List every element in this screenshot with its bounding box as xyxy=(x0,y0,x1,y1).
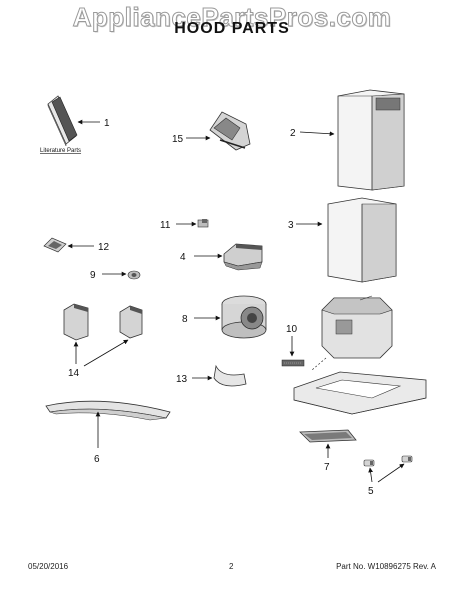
watermark: AppliancePartsPros.com xyxy=(72,2,392,33)
callout-7: 7 xyxy=(324,462,330,473)
part-6-glass-canopy xyxy=(45,400,171,421)
callout-12: 12 xyxy=(98,242,110,253)
part-8-blower xyxy=(221,295,267,339)
page-title: HOOD PARTS xyxy=(174,20,290,37)
footer-part-number: Part No. W10896275 Rev. A xyxy=(336,562,436,571)
part-9-connector xyxy=(127,270,141,280)
callout-13: 13 xyxy=(176,374,188,385)
part-15-control-module xyxy=(209,111,251,151)
literature-label: Literature Parts xyxy=(40,148,81,154)
footer-page-number: 2 xyxy=(229,562,234,571)
callout-5: 5 xyxy=(368,486,374,497)
callout-2: 2 xyxy=(290,128,296,139)
part-13-filter xyxy=(213,364,247,387)
leader-14b xyxy=(83,339,129,367)
callout-9: 9 xyxy=(90,270,96,281)
callout-4: 4 xyxy=(180,252,186,263)
part-7-grease-filter xyxy=(299,429,357,443)
callout-11: 11 xyxy=(160,220,171,231)
part-11-clip xyxy=(197,219,209,228)
leader-5b xyxy=(377,463,405,483)
callout-6: 6 xyxy=(94,454,100,465)
footer-date: 05/20/2016 xyxy=(28,562,69,571)
part-2-upper-chimney xyxy=(337,89,405,191)
callout-3: 3 xyxy=(288,220,294,231)
part-12-switch xyxy=(43,237,67,253)
part-5-light-bulbs xyxy=(363,455,413,467)
part-1-literature xyxy=(47,95,78,147)
part-14-side-panels xyxy=(63,303,143,341)
callout-10: 10 xyxy=(286,324,298,335)
part-4-control-housing xyxy=(223,243,263,271)
leader-canopy xyxy=(311,357,327,371)
leader-2 xyxy=(299,131,335,137)
part-10-motor-housing xyxy=(321,295,393,359)
callout-15: 15 xyxy=(172,134,184,145)
part-10-grease-filter-small xyxy=(281,359,305,367)
leader-5a xyxy=(368,467,373,483)
hood-canopy xyxy=(293,371,427,415)
callout-8: 8 xyxy=(182,314,188,325)
part-3-lower-chimney xyxy=(327,197,397,283)
callout-14: 14 xyxy=(68,368,80,379)
callout-1: 1 xyxy=(104,118,110,129)
